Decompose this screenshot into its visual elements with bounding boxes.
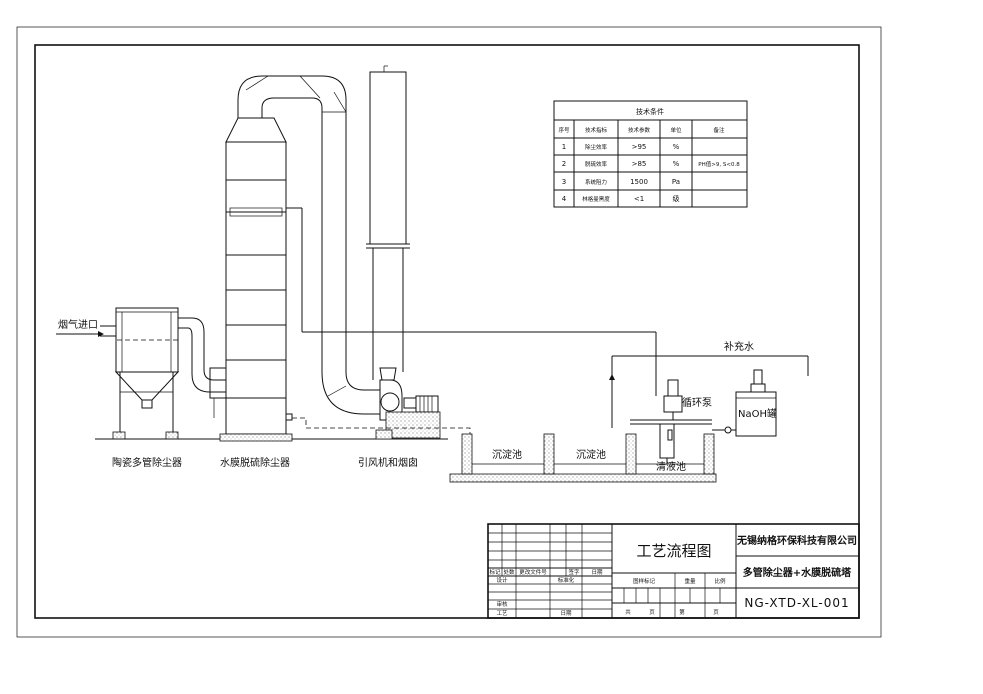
sheet-no: 第: [679, 608, 685, 616]
row-process: 工艺: [496, 610, 508, 617]
rev-header-date: 日期: [591, 569, 603, 576]
chimney: [366, 65, 410, 380]
tech-table-title: 技术条件: [636, 107, 664, 116]
weight-label: 重量: [684, 577, 696, 585]
tech-row1-no: 1: [562, 143, 566, 151]
company-name: 无锡纳格环保科技有限公司: [736, 534, 857, 547]
tech-row3-unit: Pa: [672, 178, 680, 186]
label-naoh-tank: NaOH罐: [738, 407, 777, 420]
membrane-tower: [219, 75, 380, 442]
induced-draft-fan: [375, 367, 441, 440]
label-settling-tank-1: 沉淀池: [492, 448, 522, 461]
tech-row2-remark: PH值>9, S<0.8: [698, 160, 740, 168]
tech-row4-index: 林格曼黑度: [582, 195, 610, 203]
inner-border: [34, 44, 860, 619]
outer-border: [16, 26, 882, 638]
tech-row1-index: 除尘效率: [585, 143, 608, 151]
drawing-code: NG-XTD-XL-001: [744, 596, 849, 610]
label-circulation-pump: 循环泵: [682, 396, 712, 409]
label-membrane-tower: 水膜脱硫除尘器: [220, 456, 290, 469]
tech-row2-no: 2: [562, 160, 566, 168]
tech-row4-no: 4: [562, 195, 567, 203]
sheet-unit-2: 页: [713, 609, 719, 616]
row-review: 审核: [496, 600, 508, 608]
scale-label: 比例: [714, 577, 726, 585]
water-circuit: [286, 207, 809, 436]
sheets-total: 共: [625, 608, 631, 616]
settling-tanks: [449, 433, 717, 483]
tech-conditions-table: 技术条件 序号 技术指标 技术参数 单位 备注 1 除尘效率 >95 % 2 脱…: [553, 100, 748, 208]
drawing-title: 工艺流程图: [636, 542, 711, 560]
title-block: 标记 处数 更改文件号 签字 日期 设计 标准化 审核 工艺 日期 工艺流程图 …: [487, 523, 860, 619]
row-standardize: 标准化: [558, 576, 575, 584]
sheet-unit-1: 页: [649, 609, 655, 616]
tech-header-param: 技术参数: [628, 126, 651, 134]
label-flue-gas-inlet: 烟气进口: [58, 318, 98, 331]
tech-header-index: 技术指标: [585, 126, 608, 134]
stage-mark: 图样标记: [633, 577, 656, 585]
tech-row2-unit: %: [673, 160, 680, 168]
label-fan-chimney: 引风机和烟囱: [358, 456, 418, 469]
tech-row2-param: >85: [632, 160, 647, 168]
label-multi-tube-collector: 陶瓷多管除尘器: [112, 456, 182, 469]
rev-header-sign: 签字: [568, 568, 580, 576]
tech-header-remark: 备注: [713, 126, 725, 134]
tech-row3-param: 1500: [630, 178, 648, 186]
tech-row3-no: 3: [562, 178, 566, 186]
tech-row2-index: 脱硫效率: [585, 160, 608, 168]
rev-header-count: 处数: [503, 568, 515, 576]
label-clear-tank: 清液池: [656, 460, 686, 473]
label-settling-tank-2: 沉淀池: [576, 448, 606, 461]
tech-header-no: 序号: [558, 126, 570, 134]
rev-header-doc: 更改文件号: [519, 568, 547, 576]
row-design: 设计: [496, 576, 508, 584]
circulation-pump: [630, 379, 712, 464]
rev-header-mark: 标记: [489, 568, 501, 576]
tech-row1-unit: %: [673, 143, 680, 151]
tech-header-unit: 单位: [670, 126, 682, 134]
tech-row4-param: <1: [634, 195, 644, 203]
tech-row4-unit: 级: [673, 194, 680, 203]
naoh-tank: [712, 369, 777, 437]
tech-row1-param: >95: [632, 143, 647, 151]
tech-row3-index: 系统阻力: [585, 178, 607, 186]
product-name: 多管除尘器+水膜脱硫塔: [743, 566, 852, 579]
label-makeup-water: 补充水: [724, 340, 754, 353]
row-date: 日期: [560, 610, 572, 617]
